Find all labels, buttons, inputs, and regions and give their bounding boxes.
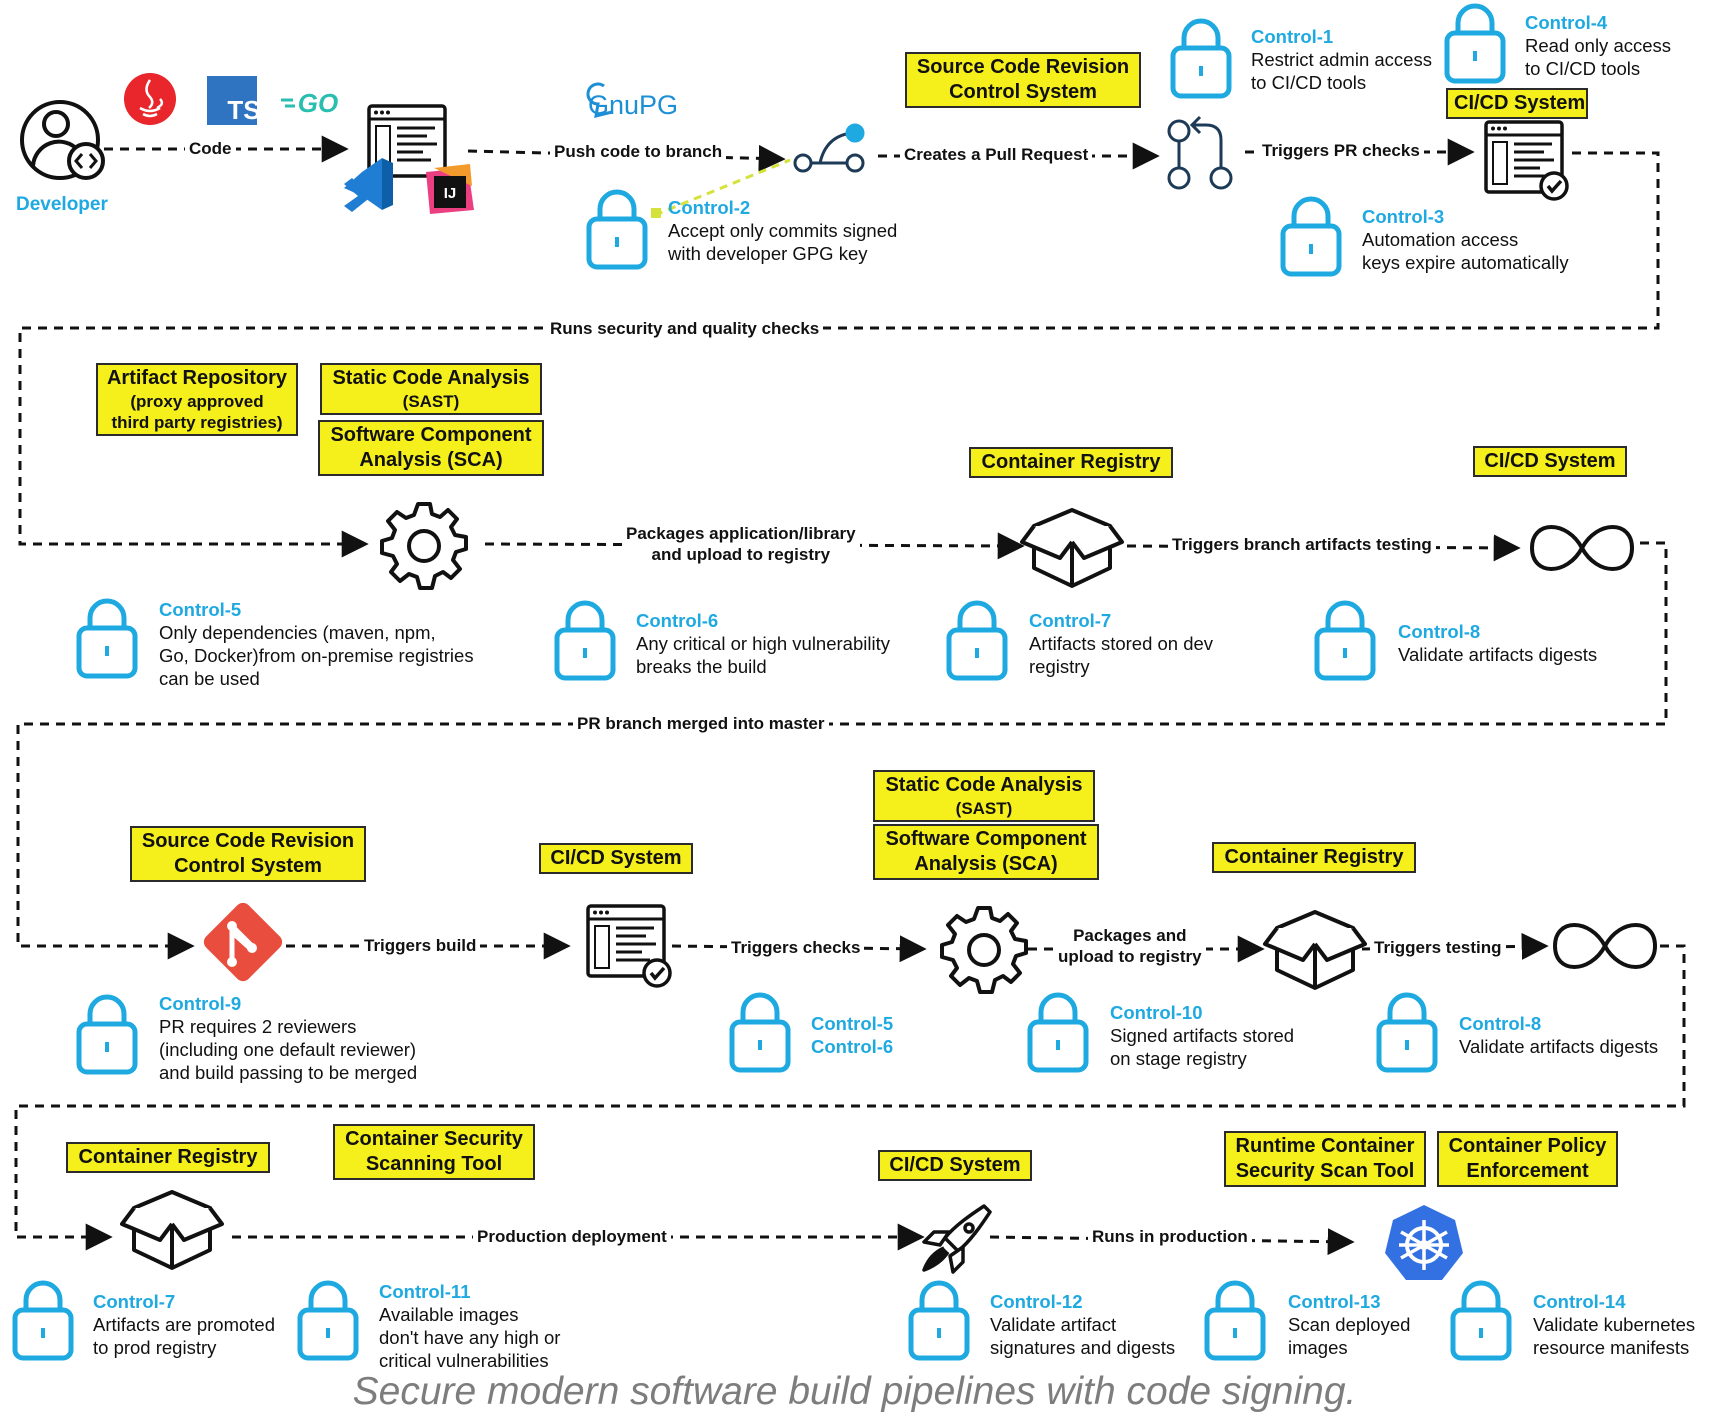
lock-icon-control-1 — [1173, 21, 1229, 96]
lock-icon-control-11 — [300, 1283, 356, 1358]
lock-icon-control-4 — [1447, 6, 1503, 81]
gpg-sign-line — [654, 158, 791, 217]
flow-pull-label: Creates a Pull Request — [900, 144, 1093, 165]
label-cicd-4: CI/CD System — [878, 1150, 1032, 1181]
label-container-registry-3: Container Registry — [66, 1142, 270, 1173]
container-registry-icon — [1020, 508, 1124, 588]
pull-request-icon — [1167, 115, 1233, 190]
flow-push-line — [467, 144, 786, 172]
flow-prod-line-start — [14, 944, 1686, 1251]
flow-branch-testing-label: Triggers branch artifacts testing — [1168, 534, 1436, 555]
lock-icon-control-3 — [1283, 199, 1339, 274]
svg-text:IJ: IJ — [444, 185, 457, 202]
label-container-registry-2: Container Registry — [1212, 842, 1416, 873]
lock-icon-control-10 — [1030, 995, 1086, 1070]
flow-code-label: Code — [185, 138, 236, 159]
flow-packages2-label: Packages and upload to registry — [1054, 925, 1206, 967]
flow-pr-checks-label: Triggers PR checks — [1258, 140, 1424, 161]
gpg-sign-marker — [651, 208, 661, 218]
build-gear-icon-2 — [940, 906, 1028, 994]
flow-security-checks-label: Runs security and quality checks — [546, 318, 824, 339]
git-logo-icon — [203, 902, 283, 982]
lock-icon-control-5-6 — [732, 995, 788, 1070]
lock-icon-control-8b — [1379, 995, 1435, 1070]
svg-text:TS: TS — [227, 95, 260, 125]
label-cicd-3: CI/CD System — [539, 843, 693, 874]
flow-packages-label: Packages application/library and upload … — [622, 523, 860, 565]
lock-icon-control-14 — [1453, 1283, 1509, 1358]
go-logo-icon: GO — [281, 88, 338, 118]
label-cicd-2: CI/CD System — [1473, 446, 1627, 477]
branch-icon — [793, 123, 865, 173]
typescript-logo-icon: TS — [207, 76, 261, 125]
lock-icon-control-5 — [79, 601, 135, 676]
label-sast-1: Static Code Analysis(SAST) — [320, 363, 542, 415]
cicd-icon-2 — [586, 904, 672, 988]
label-cicd-1: CI/CD System — [1446, 88, 1588, 119]
container-registry-icon-2 — [1263, 910, 1367, 990]
label-container-registry-1: Container Registry — [969, 447, 1173, 478]
flow-security-checks-line — [18, 151, 1660, 558]
build-gear-icon — [380, 502, 468, 590]
lock-icon-control-6 — [557, 603, 613, 678]
flow-checks-label: Triggers checks — [727, 937, 865, 958]
gnupg-logo-text: GnuPG — [588, 90, 679, 120]
lock-icon-control-2 — [589, 192, 645, 267]
java-logo-icon — [124, 73, 176, 125]
lock-icon-control-8 — [1317, 603, 1373, 678]
label-artifact-repository: Artifact Repository (proxy approved thir… — [96, 363, 298, 436]
container-registry-icon-3 — [120, 1190, 224, 1270]
cicd-icon-1 — [1484, 120, 1569, 201]
kubernetes-icon — [1385, 1205, 1463, 1280]
flow-merged-label: PR branch merged into master — [573, 713, 829, 734]
flow-checks-line — [671, 935, 927, 963]
label-sast-2: Static Code Analysis(SAST) — [873, 770, 1095, 822]
lock-icon-control-9 — [79, 997, 135, 1072]
flow-build-label: Triggers build — [360, 935, 481, 956]
flow-prod-deploy-label: Production deployment — [473, 1226, 671, 1247]
lock-icon-control-13 — [1207, 1283, 1263, 1358]
flow-runs-prod-label: Runs in production — [1088, 1226, 1252, 1247]
lock-icon-control-7 — [949, 603, 1005, 678]
developer-icon — [20, 100, 105, 180]
svg-text:GO: GO — [298, 88, 338, 118]
lock-icon-control-7b — [15, 1283, 71, 1358]
code-editor-icon: IJ — [344, 104, 474, 214]
flow-merged-line — [16, 541, 1668, 960]
developer-label: Developer — [16, 194, 108, 215]
gnupg-logo-icon — [586, 82, 613, 119]
infinity-testing-icon-2 — [1553, 923, 1657, 969]
lock-icon-control-12 — [911, 1283, 967, 1358]
figure-caption: Secure modern software build pipelines w… — [352, 1370, 1357, 1413]
flow-push-label: Push code to branch — [550, 141, 727, 162]
flow-testing-label: Triggers testing — [1370, 937, 1506, 958]
infinity-testing-icon — [1530, 525, 1634, 571]
rocket-icon — [922, 1204, 992, 1274]
